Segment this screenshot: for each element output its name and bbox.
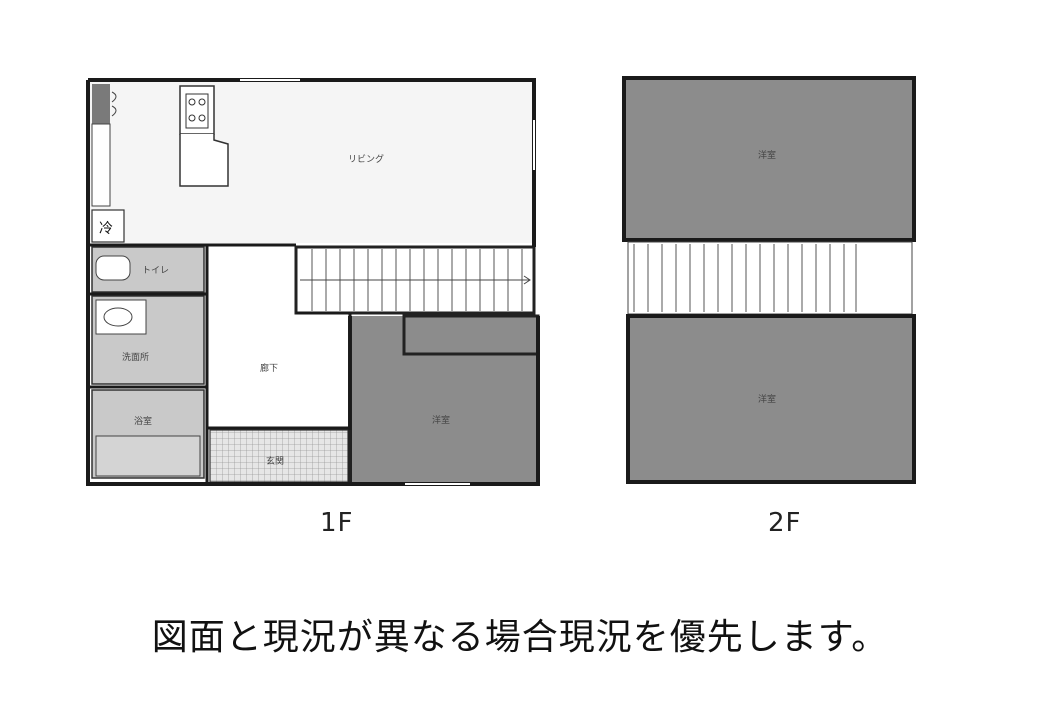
toilet-icon bbox=[95, 255, 131, 281]
sink-icon bbox=[103, 307, 133, 327]
western-room-1f-label: 洋室 bbox=[432, 416, 451, 426]
fridge-label: 冷 bbox=[99, 221, 113, 237]
window-marks-1f bbox=[240, 79, 535, 485]
closet-1f bbox=[402, 314, 540, 356]
entrance-label: 玄関 bbox=[266, 457, 285, 467]
bathtub bbox=[95, 435, 201, 477]
entrance-room bbox=[209, 429, 349, 483]
western-room-2f-lower bbox=[626, 314, 916, 484]
toilet-label: トイレ bbox=[142, 266, 170, 276]
western-room-2f-upper bbox=[622, 76, 916, 242]
stair-arrow-head bbox=[523, 275, 531, 285]
stairs-2f bbox=[627, 241, 913, 315]
fridge-box bbox=[91, 209, 125, 243]
island-return bbox=[179, 134, 229, 187]
floor-2f-plan bbox=[622, 76, 916, 484]
island-counter bbox=[179, 85, 215, 135]
floor-1f-label: 1F bbox=[320, 508, 354, 538]
floor-2f-label: 2F bbox=[768, 508, 802, 538]
stove-icon bbox=[185, 93, 209, 129]
living-label: リビング bbox=[348, 155, 385, 165]
living-room bbox=[88, 80, 534, 243]
outer-walls-1f bbox=[86, 78, 540, 486]
floor-1f-plan bbox=[86, 78, 540, 486]
kitchen-counter bbox=[91, 123, 111, 207]
hallway-label: 廊下 bbox=[260, 364, 279, 374]
western-room-2f-upper-label: 洋室 bbox=[758, 151, 777, 161]
notice-text: 図面と現況が異なる場合現況を優先します。 bbox=[151, 617, 889, 658]
kitchen-strip bbox=[92, 84, 110, 124]
washroom-label: 洗面所 bbox=[122, 353, 150, 363]
stair-steps-2f bbox=[633, 244, 857, 312]
washroom-room bbox=[91, 295, 205, 385]
interior-walls-1f bbox=[88, 243, 352, 484]
chair-icon bbox=[111, 91, 117, 117]
western-room-2f-lower-label: 洋室 bbox=[758, 395, 777, 405]
bath-label: 浴室 bbox=[134, 417, 153, 427]
